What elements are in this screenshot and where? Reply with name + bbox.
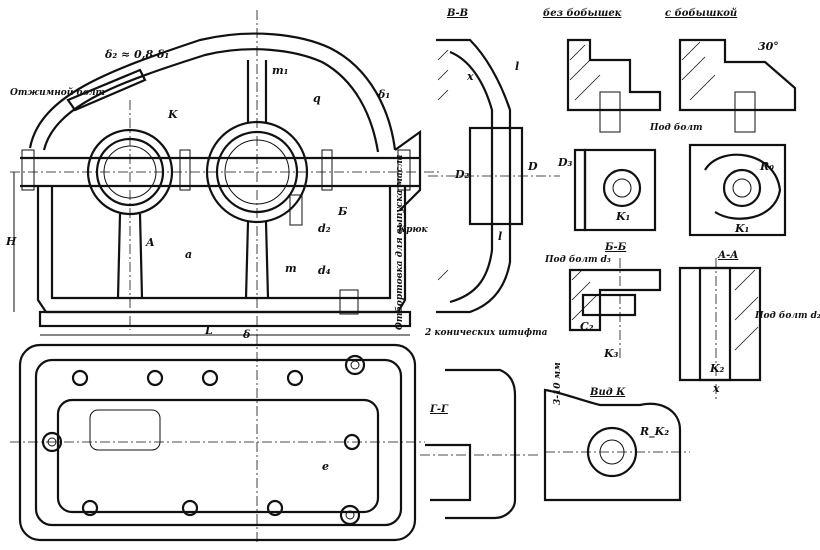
label-kryuk: Крюк: [397, 225, 428, 235]
section-g-g: [420, 368, 540, 520]
dim-a: a: [185, 248, 192, 261]
labels: В-В без бобышек с бобышкой Отжимной болт…: [5, 8, 820, 473]
label-section-v-v: В-В: [446, 8, 468, 19]
dim-d4: d₄: [318, 264, 331, 277]
label-otzhimnoy-bolt: Отжимной болт: [10, 87, 105, 98]
label-pod-bolt-d2: Под болт d₂: [754, 310, 820, 321]
plan-view: [10, 343, 425, 542]
label-section-a-a: А-А: [717, 250, 738, 261]
hook: [394, 129, 422, 211]
dim-C2: C₂: [580, 320, 594, 333]
plan-bolt-holes: [41, 354, 366, 526]
boss-plan-left: [573, 148, 657, 232]
dim-x: x: [466, 70, 474, 83]
label-two-pins: 2 конических штифта: [424, 328, 548, 338]
label-vid-k: Вид К: [589, 387, 626, 398]
section-a-a: [678, 258, 762, 400]
dim-R0: R₀: [759, 160, 774, 173]
dim-K3: K₃: [603, 347, 619, 360]
boss-plan-right: [688, 143, 787, 237]
section-b-b: [568, 258, 662, 360]
front-view: [10, 10, 440, 545]
boss-detail-without: [566, 38, 662, 133]
dim-K1-right: K₁: [734, 222, 749, 235]
dim-K1: K₁: [615, 210, 630, 223]
dim-K: K: [167, 108, 178, 121]
dim-delta: δ: [242, 328, 250, 341]
label-shpilka: 3-10 мм: [553, 362, 563, 405]
dim-RK2: R_K₂: [639, 425, 669, 439]
label-pod-bolt-d3: Под болт d₃: [544, 254, 611, 265]
inspection-cover: [66, 68, 147, 112]
dim-q: q: [313, 92, 321, 105]
dim-K2: K₂: [709, 362, 725, 375]
dim-D2: D₂: [454, 168, 470, 181]
dim-l-lower: l: [498, 230, 502, 243]
label-bez-bobyshek: без бобышек: [543, 8, 622, 19]
dim-L: L: [204, 324, 213, 337]
dim-d2: d₂: [318, 222, 331, 235]
dim-B: Б: [337, 205, 348, 218]
label-pod-bolt: Под болт: [649, 122, 703, 133]
view-k: [543, 388, 690, 502]
section-v-v: [428, 38, 560, 314]
flange-bolts: [21, 149, 411, 226]
dim-x-lower: x: [712, 382, 720, 395]
dim-D3: D₃: [557, 156, 573, 169]
label-section-g-g: Г-Г: [429, 404, 449, 415]
label-s-bobyshkoy: с бобышкой: [665, 8, 737, 19]
dim-delta-spec: δ₂ ≈ 0,8 δ₁: [104, 48, 169, 61]
dim-l: l: [515, 60, 519, 73]
label-section-b-b: Б-Б: [604, 242, 627, 253]
dim-m: m: [285, 262, 297, 275]
dim-m1: m₁: [272, 64, 288, 77]
drain-plug: [339, 289, 359, 315]
dim-A: A: [145, 236, 155, 249]
dim-angle: 30°: [758, 40, 779, 53]
dim-e: e: [322, 460, 329, 473]
dim-D: D: [527, 160, 538, 173]
dim-H: H: [5, 235, 17, 248]
label-otbortovka: Отбортовка для выпуска масла: [394, 154, 405, 330]
dim-delta1: δ₁: [377, 88, 390, 101]
boss-detail-with: [678, 38, 797, 133]
